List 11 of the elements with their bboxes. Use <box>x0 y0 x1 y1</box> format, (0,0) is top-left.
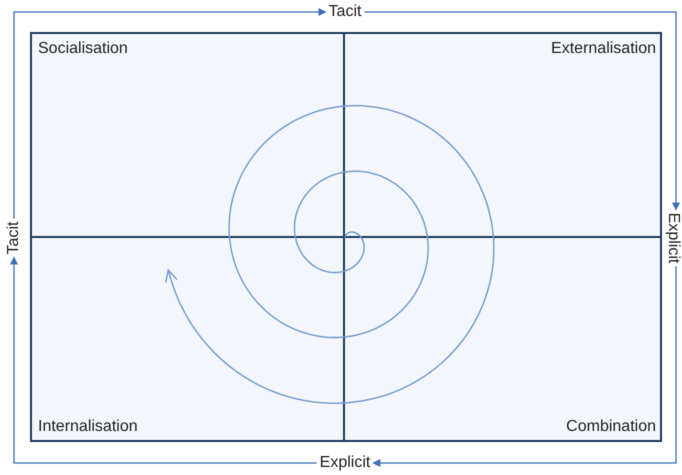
quadrant-label: Internalisation <box>38 418 138 436</box>
arrow <box>10 256 317 464</box>
quadrant-label: Socialisation <box>38 40 128 58</box>
axis-label: Explicit <box>320 455 370 471</box>
arrow <box>364 11 680 211</box>
quadrant-label: Combination <box>566 418 656 436</box>
quadrant-label: Externalisation <box>551 40 656 58</box>
quadrant-panel <box>343 236 662 442</box>
arrow <box>372 266 677 467</box>
arrow <box>13 8 327 219</box>
axis-label: Explicit <box>665 212 681 264</box>
